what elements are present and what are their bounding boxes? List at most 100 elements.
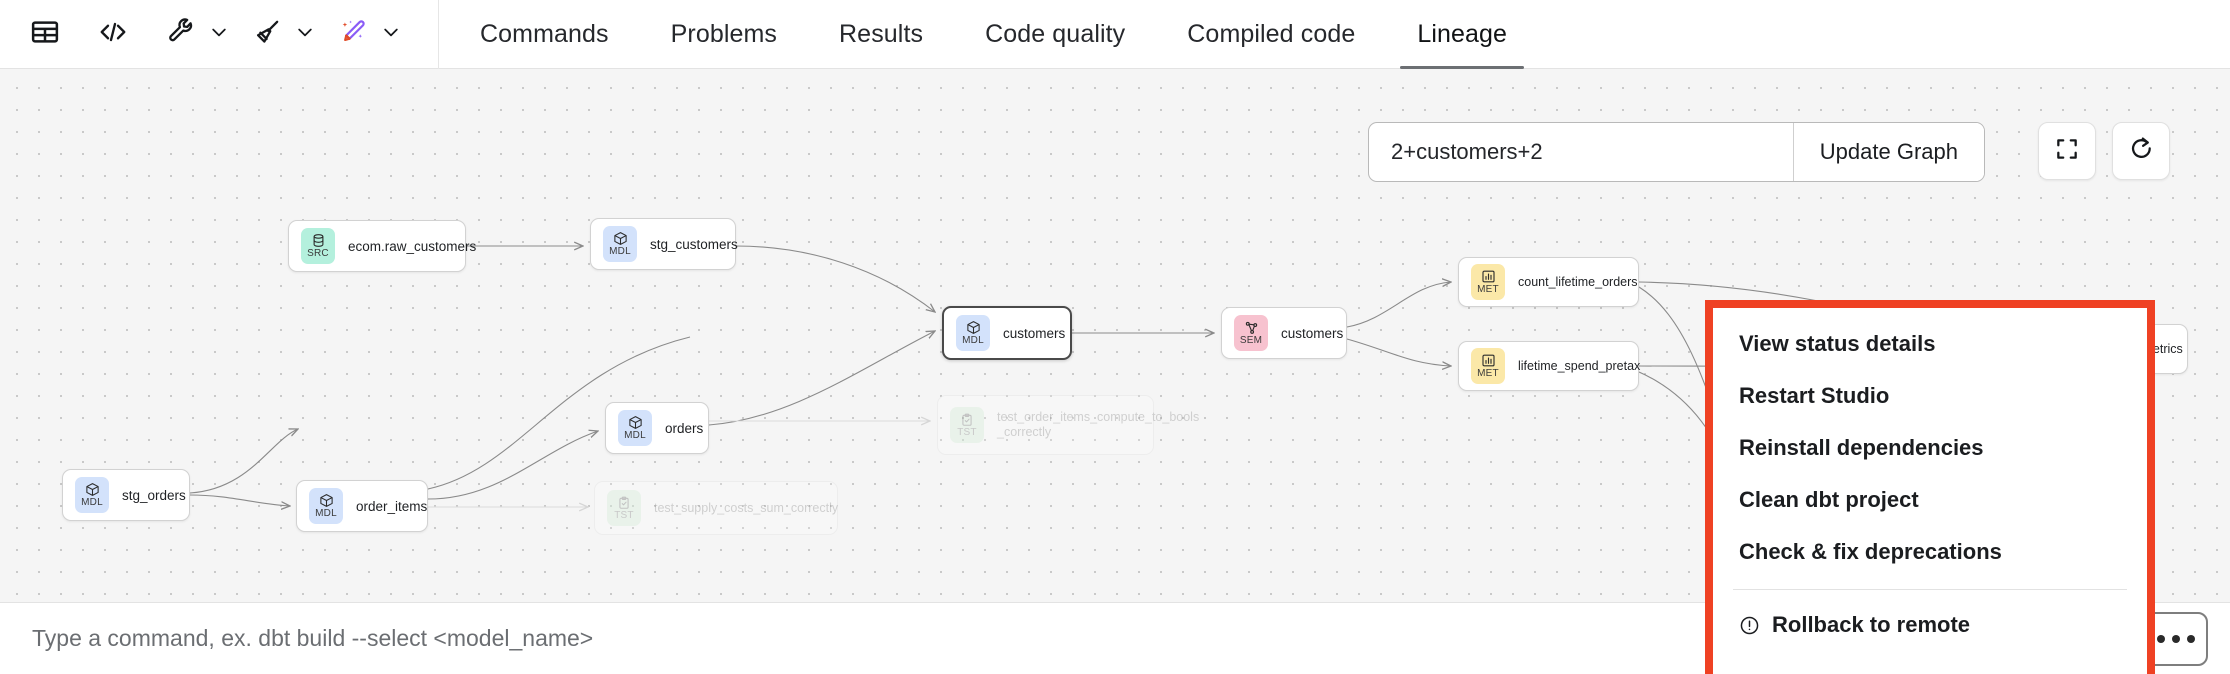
- node-label: customers: [1281, 325, 1344, 341]
- menu-separator: [1733, 589, 2127, 590]
- lineage-node-count-lifetime-orders[interactable]: MET count_lifetime_orders: [1458, 257, 1639, 307]
- lineage-node-test-order-items-compute-to-bools[interactable]: TST test_order_items_compute_to_bools _c…: [937, 395, 1199, 455]
- menu-item-label: Rollback to remote: [1772, 612, 1971, 637]
- node-type-code: SRC: [307, 248, 329, 259]
- menu-item-label: Reinstall dependencies: [1739, 435, 1984, 460]
- menu-item-reinstall-dependencies[interactable]: Reinstall dependencies: [1713, 422, 2147, 474]
- tab-label: Code quality: [985, 19, 1126, 48]
- node-type-code: MET: [1477, 284, 1499, 295]
- chevron-down-icon: [381, 22, 401, 47]
- table-view-icon: [30, 17, 60, 52]
- lineage-node-customers-model[interactable]: MDL customers: [942, 306, 1072, 360]
- node-type-badge-met: MET: [1471, 264, 1505, 300]
- menu-item-check-fix-deprecations[interactable]: Check & fix deprecations: [1713, 526, 2147, 578]
- database-icon: [311, 232, 326, 248]
- fit-to-screen-button[interactable]: [2038, 122, 2096, 180]
- lineage-node-order-items[interactable]: MDL order_items: [296, 480, 428, 532]
- node-type-badge-tst: TST: [950, 407, 984, 443]
- node-label: orders: [665, 420, 704, 436]
- ellipsis-icon: [2157, 634, 2165, 643]
- menu-item-view-status-details[interactable]: View status details: [1713, 318, 2147, 370]
- node-label: customers: [1003, 325, 1066, 341]
- metric-icon: [1481, 268, 1496, 284]
- tab-lineage[interactable]: Lineage: [1386, 0, 1538, 69]
- node-type-code: SEM: [1239, 335, 1263, 346]
- menu-item-label: View status details: [1739, 331, 1936, 356]
- semantic-icon: [1244, 319, 1259, 335]
- menu-item-restart-studio[interactable]: Restart Studio: [1713, 370, 2147, 422]
- view-tools: [0, 0, 420, 69]
- code-icon: [98, 17, 128, 52]
- broom-dropdown-caret[interactable]: [290, 11, 320, 57]
- tab-compiled-code[interactable]: Compiled code: [1156, 0, 1386, 69]
- magic-wand-icon: [339, 17, 368, 51]
- node-type-code: MDL: [609, 246, 631, 257]
- tab-label: Problems: [670, 19, 778, 48]
- node-label: count_lifetime_orders: [1518, 274, 1638, 289]
- node-type-badge-met: MET: [1471, 348, 1505, 384]
- node-type-code: MDL: [624, 430, 646, 441]
- lineage-node-lifetime-spend-pretax[interactable]: MET lifetime_spend_pretax: [1458, 341, 1641, 391]
- tab-code-quality[interactable]: Code quality: [954, 0, 1156, 69]
- toolbar-divider: [438, 0, 439, 69]
- update-graph-button[interactable]: Update Graph: [1793, 123, 1984, 181]
- clean-broom-button[interactable]: [244, 11, 290, 57]
- node-type-code: TST: [614, 510, 634, 521]
- tab-problems[interactable]: Problems: [640, 0, 808, 69]
- top-toolbar: Commands Problems Results Code quality C…: [0, 0, 2230, 69]
- node-type-badge-mdl: MDL: [618, 410, 652, 446]
- warning-circle-icon: [1739, 615, 1760, 636]
- node-label: ecom.raw_customers: [348, 238, 477, 254]
- node-label: order_items: [356, 498, 428, 514]
- node-type-badge-src: SRC: [301, 228, 335, 264]
- node-type-code: TST: [957, 427, 977, 438]
- lineage-node-stg-orders[interactable]: MDL stg_orders: [62, 469, 190, 521]
- code-view-button[interactable]: [90, 11, 136, 57]
- node-label: stg_customers: [650, 236, 738, 252]
- cube-icon: [613, 230, 628, 246]
- settings-wrench-button[interactable]: [158, 11, 204, 57]
- tab-results[interactable]: Results: [808, 0, 954, 69]
- tab-label: Commands: [480, 19, 609, 48]
- node-type-badge-sem: SEM: [1234, 315, 1268, 351]
- panel-tabs: Commands Problems Results Code quality C…: [449, 0, 1538, 69]
- lineage-node-orders[interactable]: MDL orders: [605, 402, 709, 454]
- wrench-icon: [167, 17, 196, 51]
- node-type-badge-mdl: MDL: [956, 315, 990, 351]
- magic-dropdown-caret[interactable]: [376, 11, 406, 57]
- lineage-node-customers-semantic[interactable]: SEM customers: [1221, 307, 1347, 359]
- table-view-button[interactable]: [22, 11, 68, 57]
- lineage-node-test-supply-costs-sum-correctly[interactable]: TST test_supply_costs_sum_correctly: [594, 481, 838, 535]
- wrench-dropdown-caret[interactable]: [204, 11, 234, 57]
- lineage-node-ecom-raw-customers[interactable]: SRC ecom.raw_customers: [288, 220, 476, 272]
- lineage-node-stg-customers[interactable]: MDL stg_customers: [590, 218, 738, 270]
- lineage-search-input[interactable]: [1369, 123, 1793, 181]
- node-label: lifetime_spend_pretax: [1518, 358, 1641, 373]
- cube-icon: [628, 414, 643, 430]
- graph-view-controls: [2038, 122, 2170, 180]
- ellipsis-icon: [2172, 634, 2180, 643]
- menu-item-clean-dbt-project[interactable]: Clean dbt project: [1713, 474, 2147, 526]
- search-divider: [1792, 123, 1794, 181]
- command-input[interactable]: [0, 625, 1907, 652]
- broom-icon: [253, 17, 282, 51]
- node-type-code: MET: [1477, 368, 1499, 379]
- node-type-badge-mdl: MDL: [309, 488, 343, 524]
- menu-item-label: Clean dbt project: [1739, 487, 1919, 512]
- node-type-badge-tst: TST: [607, 490, 641, 526]
- node-label: test_order_items_compute_to_bools _corre…: [997, 410, 1200, 439]
- ellipsis-icon: [2187, 634, 2195, 643]
- fit-to-screen-icon: [2054, 136, 2080, 167]
- menu-item-rollback-to-remote[interactable]: Rollback to remote: [1713, 599, 2147, 651]
- refresh-graph-button[interactable]: [2112, 122, 2170, 180]
- tab-commands[interactable]: Commands: [449, 0, 640, 69]
- chevron-down-icon: [295, 22, 315, 47]
- ai-magic-button[interactable]: [330, 11, 376, 57]
- more-actions-context-menu: View status details Restart Studio Reins…: [1713, 308, 2147, 674]
- node-type-code: MDL: [81, 497, 103, 508]
- menu-item-label: Restart Studio: [1739, 383, 1890, 408]
- tab-label: Lineage: [1417, 19, 1508, 48]
- metric-icon: [1481, 352, 1496, 368]
- chevron-down-icon: [209, 22, 229, 47]
